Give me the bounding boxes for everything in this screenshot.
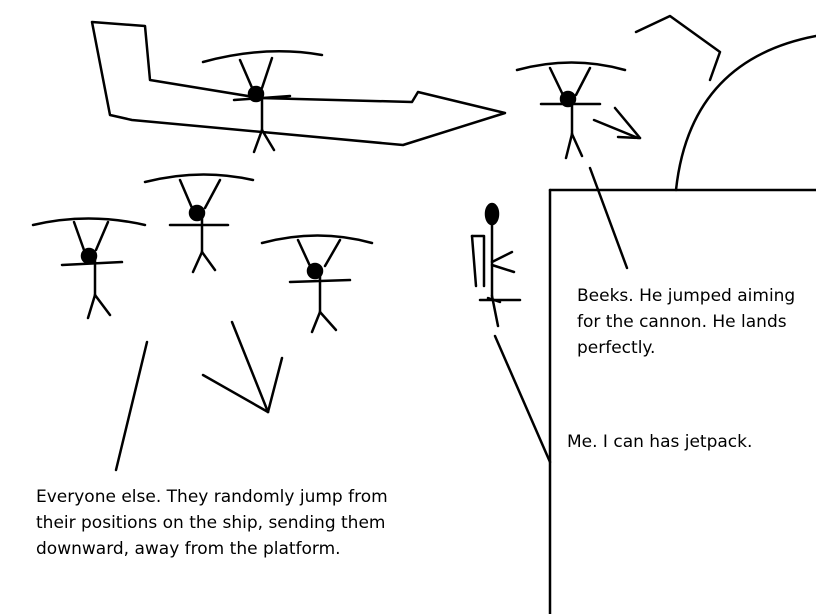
jetpack (470, 234, 486, 288)
parachute-canopy (143, 173, 255, 184)
caption-beeks: Beeks. He jumped aiming for the cannon. … (577, 283, 795, 361)
skydiver-head (188, 204, 206, 222)
beeks-direction-arrow (592, 106, 642, 140)
caption-line: for the cannon. He lands (577, 312, 787, 332)
caption-line: their positions on the ship, sending the… (36, 513, 386, 533)
skydiver-head (559, 90, 577, 108)
parachute-canopy (515, 61, 627, 72)
cannon (634, 14, 816, 192)
caption-line: perfectly. (577, 338, 656, 358)
me-pointer-line (493, 334, 552, 464)
skydiver-1 (201, 50, 324, 154)
airship-hull (90, 20, 507, 147)
me-with-jetpack (470, 202, 522, 328)
skydiver-head (306, 262, 324, 280)
caption-line: Everyone else. They randomly jump from (36, 487, 388, 507)
parachute-canopy (31, 217, 147, 227)
parachute-canopy (201, 50, 324, 64)
skydiver-3 (31, 217, 147, 320)
everyone-pointer-line (114, 340, 149, 472)
beeks-pointer-line (588, 166, 629, 270)
caption-line: downward, away from the platform. (36, 539, 341, 559)
downward-arrow (201, 320, 284, 414)
skydiver-2 (143, 173, 255, 274)
caption-me: Me. I can has jetpack. (567, 429, 752, 455)
caption-line: Me. I can has jetpack. (567, 432, 753, 452)
skydiver-beeks (515, 61, 627, 160)
caption-line: Beeks. He jumped aiming (577, 286, 796, 306)
skydiver-head (484, 202, 500, 226)
skydiver-4 (260, 234, 374, 334)
parachute-canopy (260, 234, 374, 245)
platform (548, 188, 816, 614)
caption-everyone: Everyone else. They randomly jump from t… (36, 484, 388, 562)
